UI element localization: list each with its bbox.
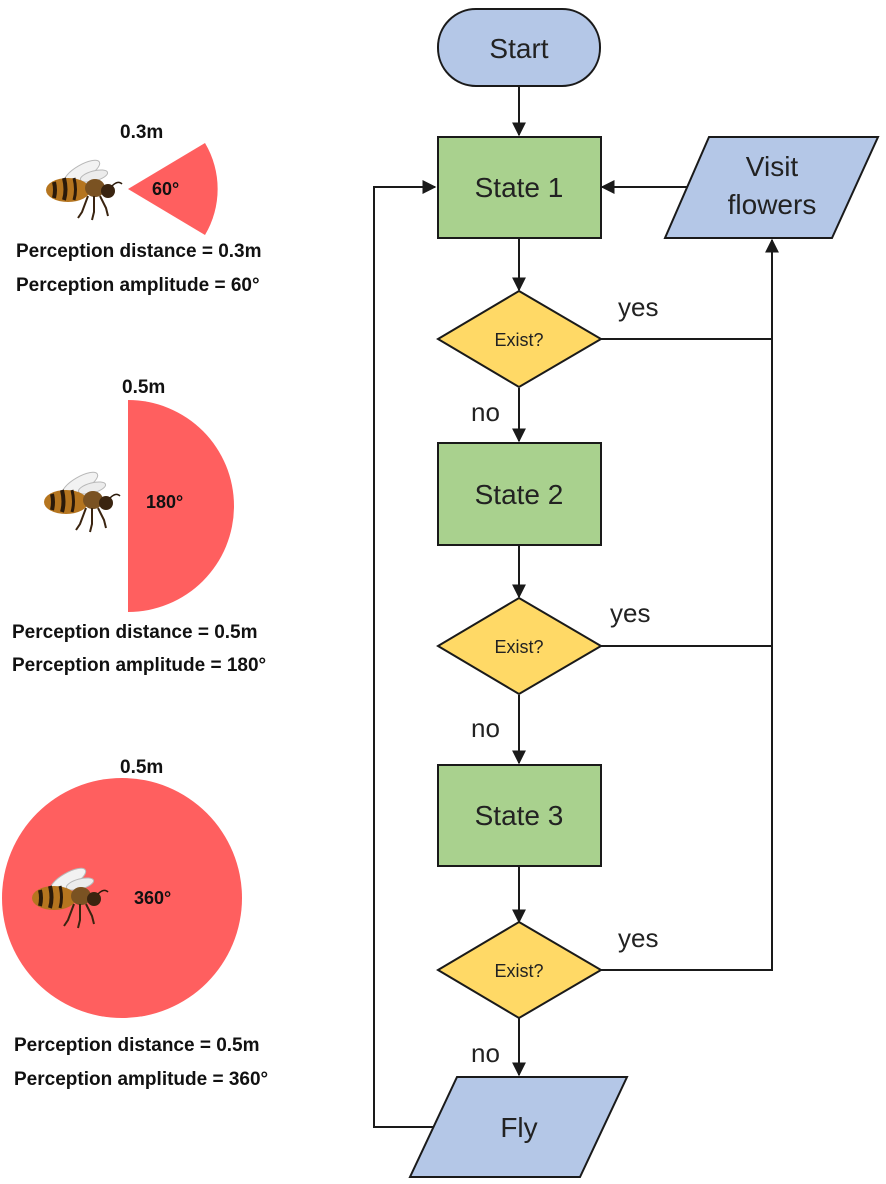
node-start: Start xyxy=(437,8,601,87)
perception-amplitude-text-1: Perception amplitude = 60° xyxy=(16,275,260,296)
decision-2-label: Exist? xyxy=(494,637,543,657)
state-1-label: State 1 xyxy=(475,172,564,203)
node-decision-3: Exist? xyxy=(436,920,603,1020)
flowchart xyxy=(373,86,779,1128)
perception-amplitude-text-2: Perception amplitude = 180° xyxy=(12,655,266,676)
perception-sector-360 xyxy=(2,778,242,1018)
yes-label-3: yes xyxy=(618,923,658,953)
state-3-label: State 3 xyxy=(475,800,564,831)
edge-decision3-yes-visit xyxy=(600,238,779,971)
decision-1-label: Exist? xyxy=(494,330,543,350)
state-2-label: State 2 xyxy=(475,479,564,510)
yes-label-2: yes xyxy=(610,598,650,628)
bee-icon xyxy=(42,465,122,534)
perception-panel-3: 0.5m 360° Perception distance = 0.5m Per… xyxy=(2,757,268,1090)
node-decision-2: Exist? xyxy=(436,596,603,696)
angle-label-2: 180° xyxy=(146,492,183,512)
perception-distance-text-2: Perception distance = 0.5m xyxy=(12,622,258,643)
node-state-1: State 1 xyxy=(437,136,602,239)
decision-3-label: Exist? xyxy=(494,961,543,981)
node-visit-flowers: Visit flowers xyxy=(663,136,880,239)
perception-panel-1: 0.3m 60° Perception distance = 0.3m Perc… xyxy=(16,122,262,296)
node-state-3: State 3 xyxy=(437,764,602,867)
yes-label-1: yes xyxy=(618,292,658,322)
perception-distance-text-3: Perception distance = 0.5m xyxy=(14,1035,260,1056)
bee-icon xyxy=(44,153,124,222)
distance-label-1: 0.3m xyxy=(120,122,163,143)
perception-distance-text-1: Perception distance = 0.3m xyxy=(16,241,262,262)
fly-label: Fly xyxy=(500,1112,537,1143)
perception-amplitude-text-3: Perception amplitude = 360° xyxy=(14,1069,268,1090)
start-label: Start xyxy=(489,33,548,64)
no-label-3: no xyxy=(471,1038,500,1068)
angle-label-1: 60° xyxy=(152,179,179,199)
angle-label-3: 360° xyxy=(134,888,171,908)
visit-label-line2: flowers xyxy=(728,189,817,220)
distance-label-3: 0.5m xyxy=(120,757,163,778)
edge-fly-loop-state1 xyxy=(373,180,437,1128)
no-label-2: no xyxy=(471,713,500,743)
perception-panel-2: 0.5m 180° Perception distance = 0.5m Per… xyxy=(12,377,266,676)
visit-label-line1: Visit xyxy=(746,151,799,182)
node-state-2: State 2 xyxy=(437,442,602,546)
node-decision-1: Exist? xyxy=(436,289,603,389)
distance-label-2: 0.5m xyxy=(122,377,165,398)
no-label-1: no xyxy=(471,397,500,427)
node-fly: Fly xyxy=(408,1076,629,1178)
perception-sector-60 xyxy=(128,143,218,235)
perception-sector-180 xyxy=(128,400,234,612)
